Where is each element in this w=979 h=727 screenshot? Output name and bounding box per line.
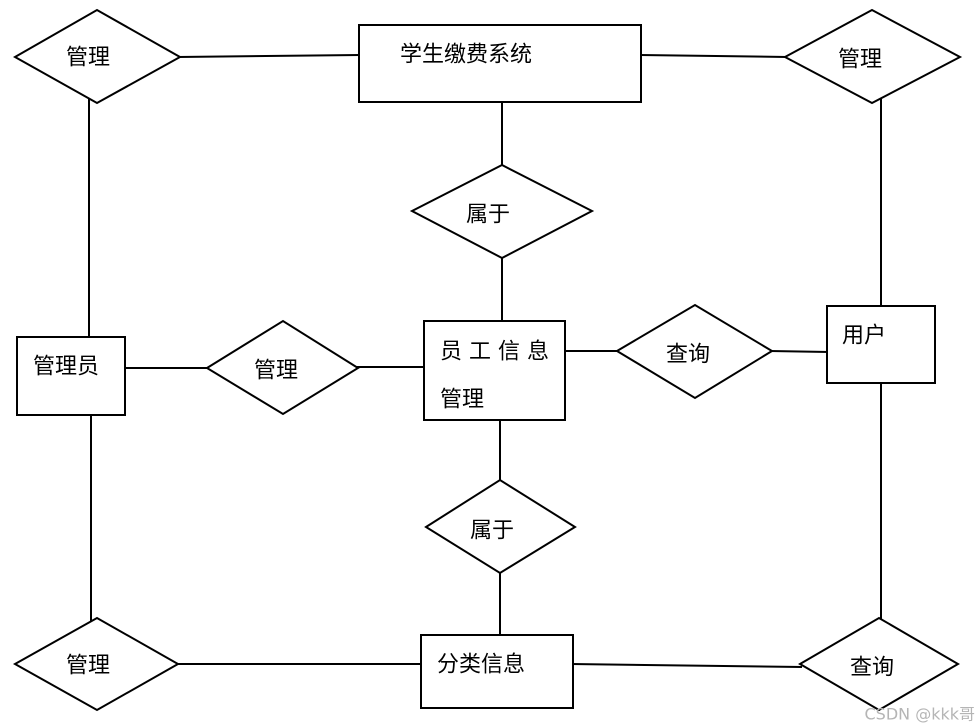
- relationship-label: 查询: [850, 656, 894, 681]
- relationship-label: 管理: [838, 48, 882, 73]
- entity-administrator: 管理员: [16, 336, 126, 416]
- relationship-query-user-category: 查询: [798, 616, 960, 712]
- connector-line-category-info-to-query: [570, 663, 803, 668]
- entity-box: [423, 320, 566, 421]
- entity-label-line-1: 员 工 信 息: [440, 340, 549, 365]
- relationship-manage-admin-employee: 管理: [205, 319, 360, 416]
- entity-label: 学生缴费系统: [400, 43, 532, 68]
- entity-box: [16, 336, 126, 416]
- relationship-diamond: [424, 478, 577, 575]
- relationship-diamond: [782, 8, 963, 105]
- entity-label-line-2: 管理: [440, 388, 484, 413]
- relationship-diamond: [205, 319, 360, 416]
- relationship-label: 管理: [66, 46, 110, 71]
- entity-student-fee-system: 学生缴费系统: [358, 24, 642, 103]
- entity-employee-info: 员 工 信 息 管理: [423, 320, 566, 421]
- connector-line-manage-to-system: [177, 54, 361, 58]
- relationship-manage-admin-category: 管理: [12, 616, 181, 712]
- relationship-belongs-category-employee: 属于: [424, 478, 577, 575]
- entity-box: [420, 634, 574, 709]
- entity-label: 用户: [842, 324, 886, 349]
- entity-box: [826, 305, 936, 384]
- relationship-diamond: [12, 8, 183, 105]
- relationship-label: 属于: [470, 519, 514, 544]
- relationship-label: 查询: [666, 343, 710, 368]
- watermark-text: CSDN @kkk哥: [864, 705, 975, 724]
- entity-label: 管理员: [33, 355, 99, 380]
- relationship-diamond: [409, 163, 595, 260]
- relationship-label: 属于: [466, 203, 510, 228]
- relationship-label: 管理: [254, 359, 298, 384]
- relationship-diamond: [615, 303, 774, 400]
- connector-line-query-to-user: [769, 350, 830, 353]
- relationship-belongs-employee-system: 属于: [409, 163, 595, 260]
- entity-label: 分类信息: [437, 653, 525, 678]
- relationship-manage-system-user: 管理: [782, 8, 963, 105]
- relationship-label: 管理: [66, 654, 110, 679]
- relationship-diamond: [12, 616, 181, 712]
- connector-lines: [88, 54, 882, 668]
- entity-box: [358, 24, 642, 103]
- relationship-diamond: [798, 616, 960, 712]
- entity-user: 用户: [826, 305, 936, 384]
- relationship-manage-admin-system: 管理: [12, 8, 183, 105]
- relationship-query-user-employee: 查询: [615, 303, 774, 400]
- entity-category-info: 分类信息: [420, 634, 574, 709]
- connector-line-system-to-manage: [639, 54, 788, 58]
